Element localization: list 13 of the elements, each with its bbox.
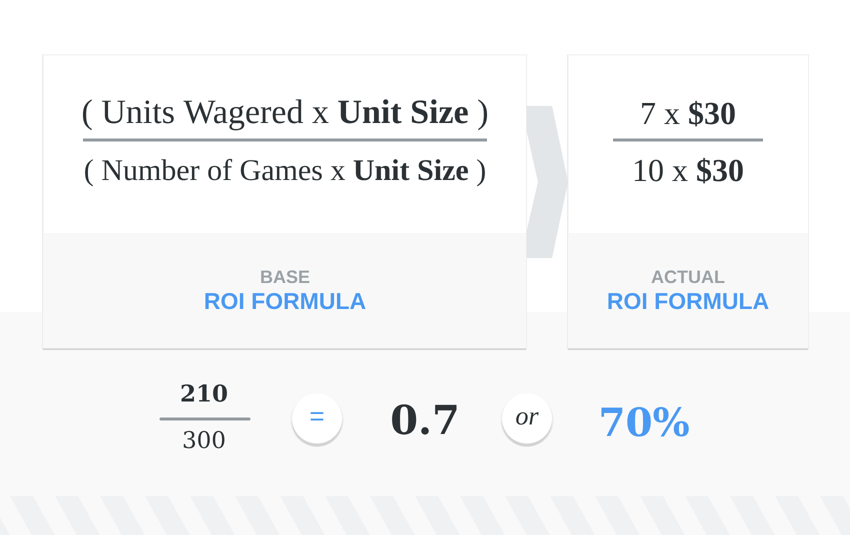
- result-value: 0.7: [392, 404, 456, 435]
- fraction-numerator: 210: [182, 384, 227, 402]
- caption-text: ACTUAL: [651, 270, 724, 284]
- fraction-denominator: 300: [184, 430, 224, 448]
- heading-text: ROI FORMULA: [205, 292, 366, 310]
- formula-denominator: ( Number of Games x Unit Size ): [85, 158, 485, 186]
- formula-numerator: ( Units Wagered x Unit Size ): [82, 99, 488, 130]
- caption-text: BASE: [261, 270, 310, 284]
- heading-text: ROI FORMULA: [608, 292, 769, 310]
- chevron-arrow: [526, 106, 568, 258]
- formula-denominator: 10 x $30: [634, 158, 743, 184]
- percent-value: 70%: [601, 407, 689, 437]
- formula-numerator: 7 x $30: [642, 100, 735, 126]
